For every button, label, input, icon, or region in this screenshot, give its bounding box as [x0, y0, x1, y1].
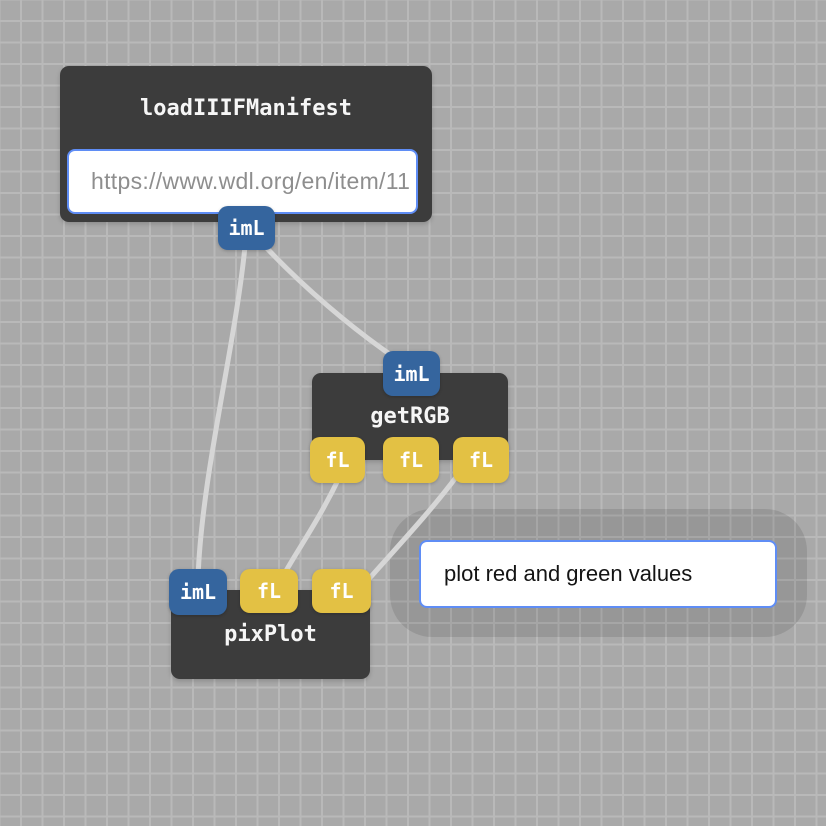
port-out-getRGB-fL-1[interactable]: fL	[310, 437, 365, 483]
wire-loadIIIFManifest-to-getRGB[interactable]	[249, 229, 407, 367]
port-label: fL	[398, 448, 424, 472]
port-in-pixPlot-fL-2[interactable]: fL	[312, 569, 371, 613]
port-label: fL	[329, 579, 354, 603]
port-label: imL	[228, 216, 265, 240]
node-title-pixPlot: pixPlot	[224, 622, 317, 647]
port-label: fL	[256, 579, 282, 603]
port-out-getRGB-fL-3[interactable]: fL	[453, 437, 509, 483]
port-out-loadIIIFManifest-imL[interactable]: imL	[218, 206, 275, 250]
port-in-getRGB-imL[interactable]: imL	[383, 351, 440, 396]
port-label: imL	[179, 580, 217, 604]
port-label: imL	[393, 361, 430, 386]
port-in-pixPlot-fL-1[interactable]: fL	[240, 569, 298, 613]
port-label: fL	[468, 448, 494, 472]
port-label: fL	[325, 448, 350, 472]
wire-getRGB-fL3-to-pixPlot-fL2[interactable]	[365, 473, 460, 583]
port-in-pixPlot-imL[interactable]: imL	[169, 569, 227, 615]
node-title-loadIIIFManifest: loadIIIFManifest	[140, 95, 352, 121]
wire-getRGB-fL1-to-pixPlot-fL1[interactable]	[279, 473, 343, 581]
wire-loadIIIFManifest-to-pixPlot[interactable]	[195, 233, 249, 581]
prompt-input[interactable]	[419, 540, 777, 608]
url-input[interactable]	[67, 149, 418, 214]
port-out-getRGB-fL-2[interactable]: fL	[383, 437, 439, 483]
node-title-getRGB: getRGB	[370, 404, 450, 429]
